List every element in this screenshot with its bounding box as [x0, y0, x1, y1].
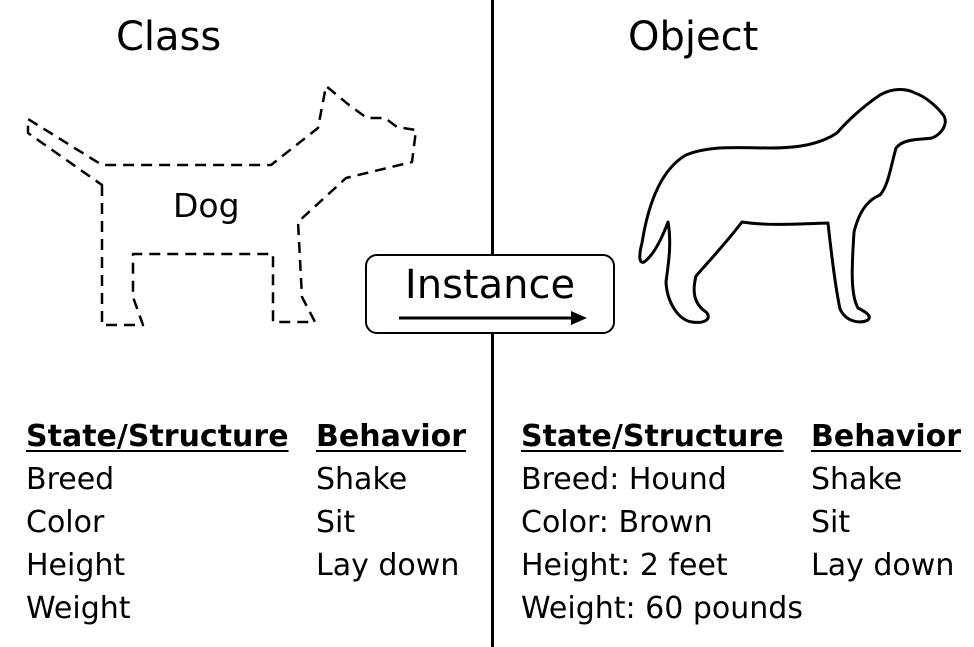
list-item: Lay down: [316, 548, 460, 583]
instance-label: Instance: [404, 262, 576, 308]
class-behavior-list: Shake Sit Lay down: [316, 458, 459, 587]
list-item: Sit: [811, 505, 851, 540]
list-item: Breed: Hound: [521, 462, 727, 497]
list-item: Height: [26, 548, 126, 583]
class-state-header: State/Structure: [26, 419, 289, 454]
object-state-list: Breed: Hound Color: Brown Height: 2 feet…: [521, 458, 803, 630]
list-item: Sit: [316, 505, 356, 540]
class-title: Class: [116, 14, 222, 60]
object-state-header: State/Structure: [521, 419, 784, 454]
dog-silhouette-icon: [638, 88, 947, 324]
list-item: Shake: [316, 462, 408, 497]
dashed-dog-outline-icon: [26, 84, 418, 327]
list-item: Lay down: [811, 548, 955, 583]
list-item: Color: Brown: [521, 505, 713, 540]
dog-label: Dog: [173, 186, 240, 225]
class-behavior-header: Behavior: [316, 419, 467, 454]
right-arrow-icon: [399, 311, 587, 325]
list-item: Height: 2 feet: [521, 548, 728, 583]
list-item: Weight: 60 pounds: [521, 591, 803, 626]
instance-box: Instance: [365, 254, 615, 334]
list-item: Breed: [26, 462, 115, 497]
class-state-list: Breed Color Height Weight: [26, 458, 131, 630]
object-behavior-header: Behavior: [811, 419, 962, 454]
list-item: Shake: [811, 462, 903, 497]
list-item: Weight: [26, 591, 131, 626]
object-title: Object: [628, 14, 759, 60]
list-item: Color: [26, 505, 105, 540]
object-behavior-list: Shake Sit Lay down: [811, 458, 954, 587]
